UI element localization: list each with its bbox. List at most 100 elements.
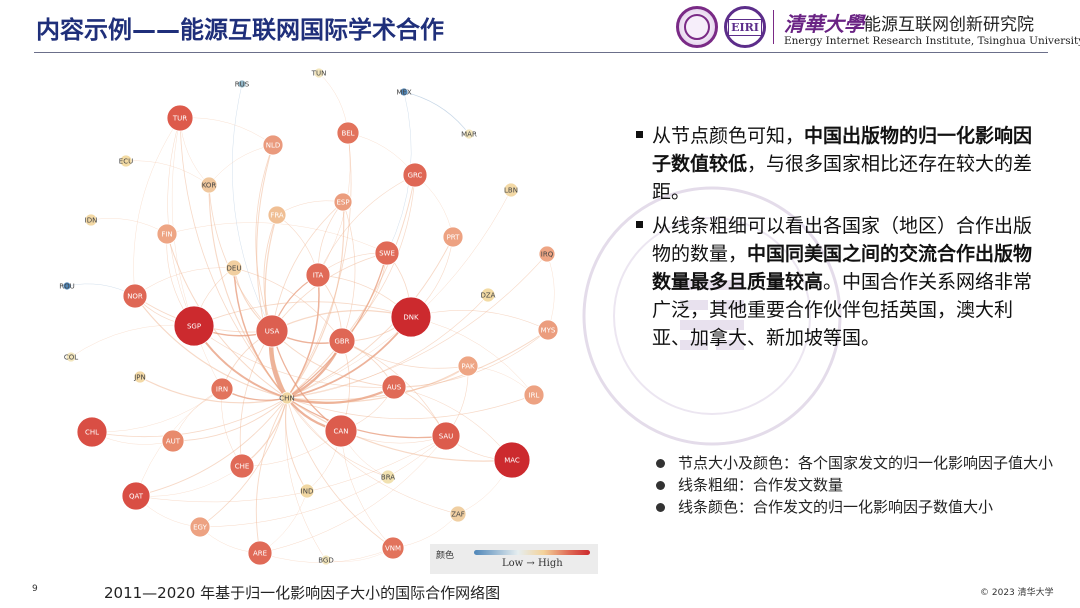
node-circle-bra [380,469,396,485]
edge-ecu-kor [125,160,210,186]
note-text: 线条粗细：合作发文数量 [678,476,844,494]
edge-chn-vnm [286,397,394,549]
node-label-chl: CHL [85,429,99,437]
node-usa: USA [255,314,289,348]
edge-irn-chl [91,388,223,433]
node-label-can: CAN [334,428,349,436]
node-dza: DZA [480,287,496,303]
node-irq: IRQ [538,245,556,263]
university-name: 清華大學 [784,12,864,36]
edge-chn-egy [199,397,288,528]
node-can: CAN [324,414,358,448]
node-che: CHE [229,453,255,479]
institute-name: 能源互联网创新研究院 [864,15,1034,35]
edge-sgp-aus [193,325,395,388]
figure-notes: 节点大小及颜色：各个国家发文的归一化影响因子值大小 线条粗细：合作发文数量 线条… [654,452,1058,518]
node-circle-dnk [390,296,432,338]
edge-ita-grc [317,174,416,276]
node-circle-mex [399,87,409,97]
edge-tur-sgp [167,117,195,327]
node-circle-nld [262,134,284,156]
node-circle-are [247,540,273,566]
edge-irn-tur [171,117,223,390]
legend-color-bar [474,550,590,555]
edge-esp-fra [276,200,344,216]
header-rule [34,52,1048,53]
edge-gbr-deu [233,267,343,342]
edge-rus-usa [232,83,273,332]
node-label-sau: SAU [439,433,454,441]
edge-gbr-swe [341,252,388,342]
node-gbr: GBR [328,327,356,355]
node-label-dza: DZA [481,292,496,300]
edge-usa-che [239,330,273,467]
edge-chn-bel [286,132,352,399]
node-circle-fin [156,223,178,245]
node-label-tun: TUN [311,70,327,78]
note-line-width: 线条粗细：合作发文数量 [654,474,1058,496]
edge-chn-pak [286,365,469,403]
node-circle-tun [313,67,325,79]
edge-idn-fin [90,218,168,235]
node-circle-ecu [119,154,133,168]
node-mex: MEX [396,87,412,97]
edge-gbr-grc [341,174,416,342]
node-circle-prt [442,226,464,248]
edge-chn-bgd [285,397,327,561]
node-label-are: ARE [253,550,267,558]
node-circle-swe [374,240,400,266]
node-bel: BEL [336,121,360,145]
node-label-idn: IDN [85,217,98,225]
edge-mex-mar [403,91,470,135]
node-circle-col [65,351,77,363]
node-circle-chn [280,391,294,405]
node-label-irq: IRQ [541,251,554,259]
node-circle-gbr [328,327,356,355]
square-bullet-icon [636,221,643,228]
node-circle-irn [210,377,234,401]
node-circle-mar [463,128,475,140]
node-ind: IND [299,483,315,499]
node-fra: FRA [267,205,287,225]
node-label-irl: IRL [529,392,540,400]
node-circle-fra [267,205,287,225]
node-vnm: VNM [381,536,405,560]
figure-caption: 2011—2020 年基于归一化影响因子大小的国际合作网络图 [104,584,501,602]
edge-chn-are [255,397,288,554]
node-circle-che [229,453,255,479]
node-label-mex: MEX [396,89,411,97]
node-ecu: ECU [119,154,133,168]
edge-sau-egy [199,435,447,528]
node-esp: ESP [333,192,353,212]
node-label-fra: FRA [270,212,284,220]
edge-chn-nld [256,144,288,399]
header-title: 内容示例——能源互联网国际学术合作 [36,16,444,44]
node-circle-aut [161,429,185,453]
eiri-seal-logo: EIRI [724,6,766,48]
node-circle-egy [189,516,211,538]
edge-chn-qat [135,397,288,497]
node-bra: BRA [380,469,396,485]
node-circle-aus [381,374,407,400]
node-circle-grc [402,162,428,188]
node-label-irn: IRN [216,386,228,394]
node-grc: GRC [402,162,428,188]
tsinghua-seal-logo [676,6,718,48]
note-node-size: 节点大小及颜色：各个国家发文的归一化影响因子值大小 [654,452,1058,474]
node-zaf: ZAF [449,505,467,523]
node-label-nld: NLD [266,142,281,150]
node-circle-sgp [173,305,215,347]
node-circle-dza [480,287,496,303]
edge-sau-are [259,435,447,554]
node-circle-ind [299,483,315,499]
edge-usa-kor [208,184,273,332]
node-are: ARE [247,540,273,566]
node-rus: RUS [235,79,250,89]
institute-watermark-seal [582,186,842,446]
logo-divider [773,10,774,44]
circle-bullet-icon [656,481,665,490]
color-legend: 颜色 Low → High [430,544,598,574]
node-label-aut: AUT [166,438,181,446]
circle-bullet-icon [656,503,665,512]
node-prt: PRT [442,226,464,248]
